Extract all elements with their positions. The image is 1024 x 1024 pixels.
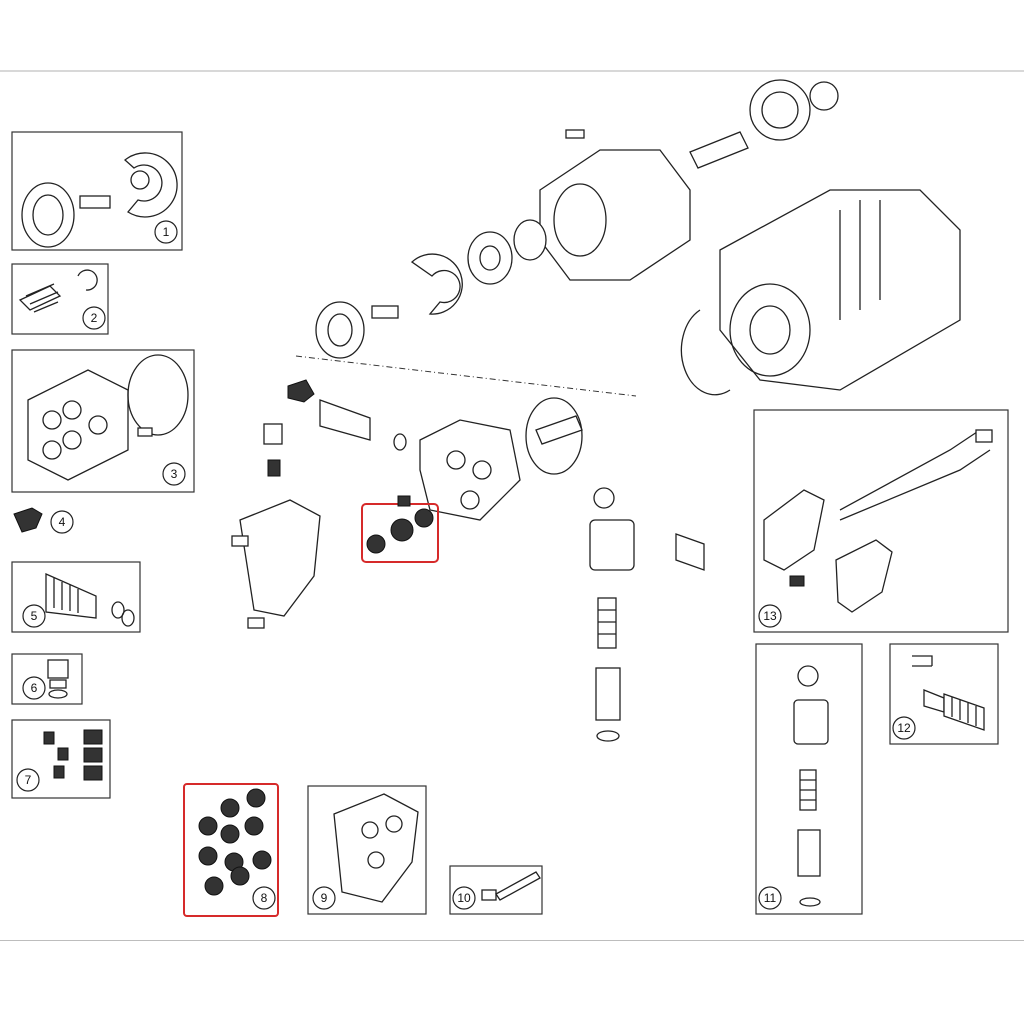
callout-3: 3 xyxy=(171,467,178,481)
axis-line-1 xyxy=(295,355,637,397)
top-divider xyxy=(0,70,1024,72)
part-box-12[interactable]: 12 xyxy=(889,643,999,745)
part-box-7[interactable]: 7 xyxy=(11,719,111,799)
part-box-10[interactable]: 10 xyxy=(449,865,543,915)
highlighted-seal-group[interactable] xyxy=(361,495,439,563)
callout-4: 4 xyxy=(59,515,66,529)
callout-5: 5 xyxy=(31,609,38,623)
callout-6: 6 xyxy=(31,681,38,695)
part-box-6[interactable]: 6 xyxy=(11,653,83,705)
callout-10: 10 xyxy=(457,891,471,905)
bearings-row xyxy=(315,219,547,359)
callout-7: 7 xyxy=(25,773,32,787)
pump-head-assembly xyxy=(287,379,583,521)
callout-1: 1 xyxy=(163,225,170,239)
motor-assembly xyxy=(680,189,961,396)
callout-8: 8 xyxy=(261,891,268,905)
callout-9: 9 xyxy=(321,891,328,905)
unloader-valve-center xyxy=(589,487,705,742)
manifold-left xyxy=(231,423,321,629)
callout-2: 2 xyxy=(91,311,98,325)
part-box-8-seal-kit[interactable]: 8 xyxy=(183,783,279,917)
part-box-13-wiring[interactable]: 13 xyxy=(753,409,1009,633)
callout-13: 13 xyxy=(763,609,777,623)
part-box-9[interactable]: 9 xyxy=(307,785,427,915)
bottom-divider xyxy=(0,940,1024,941)
part-box-11-unloader[interactable]: 11 xyxy=(755,643,863,915)
gear-and-shaft xyxy=(539,79,839,281)
part-4[interactable]: 4 xyxy=(13,507,74,534)
part-box-3[interactable]: 3 xyxy=(11,349,195,493)
part-box-2[interactable]: 2 xyxy=(11,263,109,335)
callout-12: 12 xyxy=(897,721,911,735)
callout-11: 11 xyxy=(764,891,777,905)
part-box-1[interactable]: 1 xyxy=(11,131,183,251)
part-box-5[interactable]: 5 xyxy=(11,561,141,633)
